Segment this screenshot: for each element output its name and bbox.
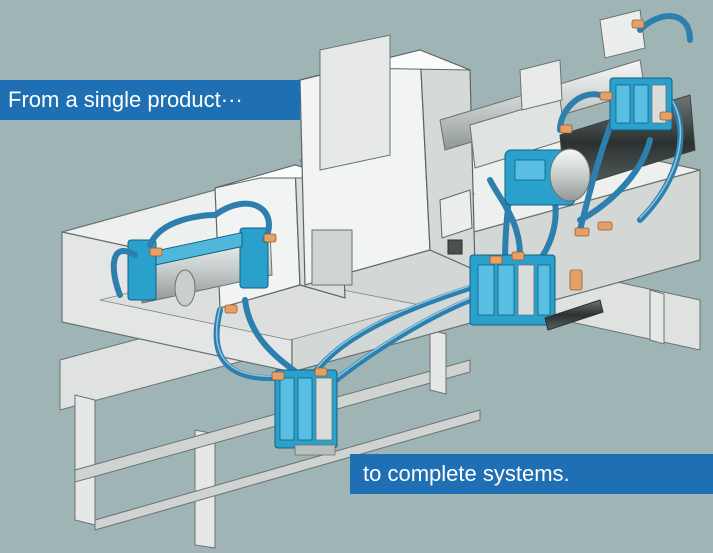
valve-block-rear [609, 77, 673, 131]
injection-unit [439, 9, 696, 191]
valve-stack-front [274, 369, 338, 456]
caption-top: From a single product··· [0, 80, 300, 120]
pump-unit [504, 148, 591, 206]
caption-top-text: From a single product··· [8, 87, 243, 112]
central-manifold [469, 254, 604, 331]
control-box [439, 189, 473, 255]
clamp-cylinder [127, 227, 273, 307]
caption-bottom-text: to complete systems. [363, 461, 570, 486]
fixed-platen [299, 34, 476, 286]
hose-fittings [149, 19, 673, 381]
caption-bottom: to complete systems. [350, 454, 713, 494]
